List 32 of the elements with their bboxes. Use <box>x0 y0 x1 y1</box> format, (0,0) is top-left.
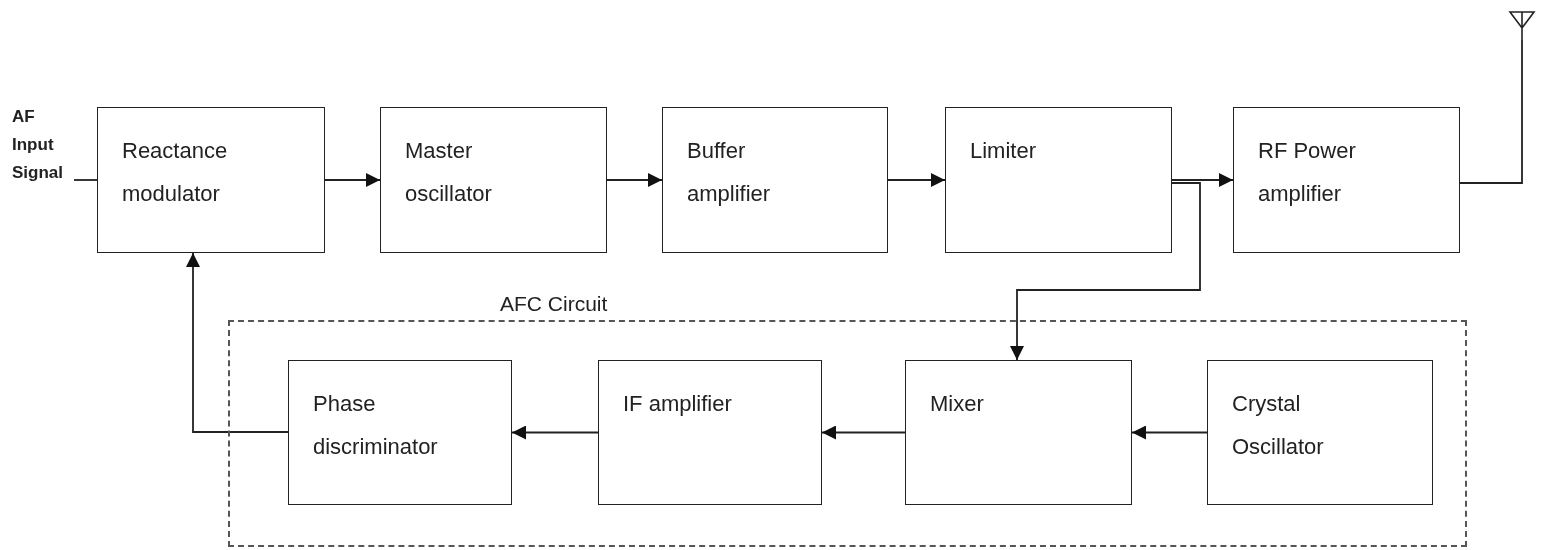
block-label: Buffer amplifier <box>687 137 772 208</box>
block-box <box>288 360 512 505</box>
block-box <box>945 107 1172 253</box>
block-label: Mixer <box>930 390 985 418</box>
antenna-icon <box>1508 10 1536 40</box>
arrow <box>324 173 381 187</box>
arrow <box>1131 425 1208 440</box>
block-box <box>598 360 822 505</box>
connector-line <box>1459 39 1523 184</box>
block-label: Crystal Oscillator <box>1232 390 1325 461</box>
block-box <box>905 360 1132 505</box>
arrow <box>606 173 663 187</box>
block-label: Master oscillator <box>405 137 493 208</box>
arrow <box>1171 173 1234 187</box>
block-box <box>1207 360 1433 505</box>
group-heading: AFC Circuit <box>500 292 608 316</box>
connector-line <box>73 179 98 181</box>
block-box <box>380 107 607 253</box>
block-label: Limiter <box>970 137 1037 165</box>
block-label: Phase discriminator <box>313 390 439 461</box>
block-label: Reactance modulator <box>122 137 229 208</box>
input-label: AF Input Signal <box>12 103 74 223</box>
arrow <box>186 252 289 433</box>
block-label: IF amplifier <box>623 390 733 418</box>
block-label: RF Power amplifier <box>1258 137 1357 208</box>
block-box <box>1233 107 1460 253</box>
block-box <box>662 107 888 253</box>
arrow <box>887 173 946 187</box>
block-box <box>97 107 325 253</box>
arrow <box>511 425 599 440</box>
arrow <box>821 425 906 440</box>
arrow <box>1010 182 1201 361</box>
